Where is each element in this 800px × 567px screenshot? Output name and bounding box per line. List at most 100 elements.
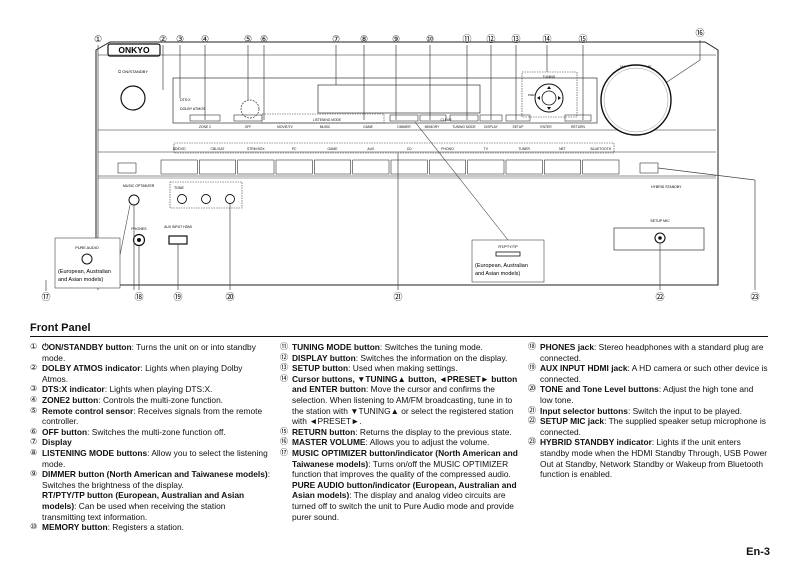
input-selector-button[interactable] [314, 159, 351, 175]
callout-18: ⑱ [134, 292, 143, 302]
music-optimizer-indicator [117, 162, 137, 174]
item-number: ② [30, 363, 38, 373]
item-body: DISPLAY button: Switches the information… [292, 353, 520, 364]
item-text: : The supplied speaker setup microphone … [540, 416, 766, 437]
item-text: : Allows you to adjust the volume. [365, 437, 490, 448]
rt-pty-tp-button[interactable] [495, 251, 521, 257]
memory-button[interactable] [419, 114, 447, 122]
description-item: ⑫ DISPLAY button: Switches the informatio… [280, 353, 520, 364]
item-number: ⑪ [280, 342, 288, 351]
item-text: : Switch the input to be played. [627, 405, 743, 416]
zone2-button[interactable] [189, 114, 221, 122]
item-text: : Turns the unit on or into standby mode… [42, 342, 256, 363]
callout-17: ⑰ [41, 292, 50, 302]
callout-23: ㉓ [750, 292, 759, 302]
description-item: ⑪ TUNING MODE button: Switches the tuning… [280, 342, 520, 353]
tone-up-button[interactable] [225, 194, 235, 204]
on-standby-button[interactable] [120, 85, 146, 111]
item-text: : Switches the tuning mode. [379, 342, 483, 352]
item-title: Cursor buttons, ▼TUNING▲ button, ◄PRESET… [292, 373, 518, 395]
pure-audio-label: PURE AUDIO [75, 246, 98, 250]
input-selector-button[interactable] [505, 159, 543, 175]
item-title: TUNING MODE button [292, 342, 380, 352]
input-selector-label: BD/DVD [173, 147, 186, 151]
svg-text:and Asian models): and Asian models) [58, 277, 103, 283]
item-text: : Allow you to select the listening mode… [42, 447, 268, 469]
callout-16: ⑯ [695, 28, 704, 38]
item-title-alt: PURE AUDIO button/indicator (European, A… [292, 479, 517, 501]
display-button[interactable] [479, 114, 503, 122]
tuning-mode-label: TUNING MODE [452, 125, 476, 129]
item-title: TONE and Tone Level buttons [540, 384, 659, 395]
item-title: SETUP MIC jack [540, 416, 605, 427]
input-selector-button[interactable] [544, 159, 581, 175]
item-number: ⑫ [280, 352, 288, 362]
item-body: TONE and Tone Level buttons: Adjust the … [540, 384, 768, 405]
return-button[interactable] [564, 114, 592, 122]
item-number: ⑤ [30, 405, 38, 415]
item-number: ④ [30, 394, 38, 404]
item-text: : Lights when playing Dolby Atmos. [42, 363, 243, 384]
rt-pty-tp-inset [471, 239, 545, 283]
item-text: : Switches the multi-zone function off. [87, 426, 226, 437]
item-number: ㉑ [528, 405, 536, 415]
item-number: ⑲ [528, 363, 536, 373]
item-text-alt: : The display and analog video circuits … [292, 490, 514, 522]
input-selector-button[interactable] [275, 159, 313, 175]
item-title: MASTER VOLUME [292, 437, 366, 448]
dimmer-button[interactable] [389, 114, 419, 122]
item-column-2: ⑪ TUNING MODE button: Switches the tuning… [280, 342, 520, 522]
tone-button[interactable] [177, 194, 187, 204]
pure-audio-note: (European, Australian [58, 269, 111, 275]
input-selector-button[interactable] [429, 159, 466, 175]
input-selector-label: GAME [328, 147, 339, 151]
section-title: Front Panel [30, 322, 91, 334]
input-selector-button[interactable] [352, 159, 390, 175]
input-selector-button[interactable] [160, 159, 198, 175]
callout-6: ⑥ [260, 34, 268, 44]
item-body: PHONES jack: Stereo headphones with a st… [540, 342, 768, 363]
item-body: RETURN button: Returns the display to th… [292, 427, 520, 438]
callout-15: ⑮ [578, 34, 587, 44]
input-selector-button[interactable] [199, 159, 236, 175]
callout-10: ⑩ [426, 34, 434, 44]
front-panel-diagram: ① ② ③ ④ ⑤ ⑥ ⑦ ⑧ ⑨ ⑩ ⑪ ⑫ ⑬ ⑭ ⑮ ⑯ [41, 28, 759, 302]
input-selector-button[interactable] [390, 159, 428, 175]
input-selector-button[interactable] [237, 159, 275, 175]
item-body: MASTER VOLUME: Allows you to adjust the … [292, 437, 520, 448]
music-optimizer-button[interactable] [128, 194, 140, 206]
item-title: MEMORY button [42, 522, 108, 533]
tuning-mode-button[interactable] [449, 114, 479, 122]
dimmer-label: DIMMER [397, 125, 411, 129]
pure-audio-button[interactable] [81, 253, 93, 265]
setup-button[interactable] [505, 114, 531, 122]
on-standby-label: ⏻ ON/STANDBY [118, 69, 148, 74]
aux-hdmi-jack[interactable] [168, 235, 188, 245]
item-text: : Used when making settings. [348, 363, 458, 374]
master-volume-knob[interactable] [600, 64, 672, 136]
tone-group [169, 181, 243, 209]
item-body: HYBRID STANDBY indicator: Lights if the … [540, 437, 768, 479]
item-title: OFF button [42, 426, 88, 437]
description-item: ①⏻ON/STANDBY button: Turns the unit on o… [30, 342, 270, 363]
callout-1: ① [94, 34, 102, 44]
input-selector-button[interactable] [467, 159, 505, 175]
listening-mode-group [261, 113, 385, 124]
tone-down-button[interactable] [201, 194, 211, 204]
input-selector-label: TV [484, 147, 489, 151]
item-title: Remote control sensor [42, 405, 134, 416]
input-selector-label: CD [407, 147, 412, 151]
enter-button[interactable] [541, 90, 557, 106]
input-selector-button[interactable] [582, 159, 620, 175]
item-text: : Turns on/off the MUSIC OPTIMIZER funct… [292, 458, 511, 480]
display-screen [317, 84, 481, 114]
item-title: ZONE2 button [42, 394, 99, 405]
